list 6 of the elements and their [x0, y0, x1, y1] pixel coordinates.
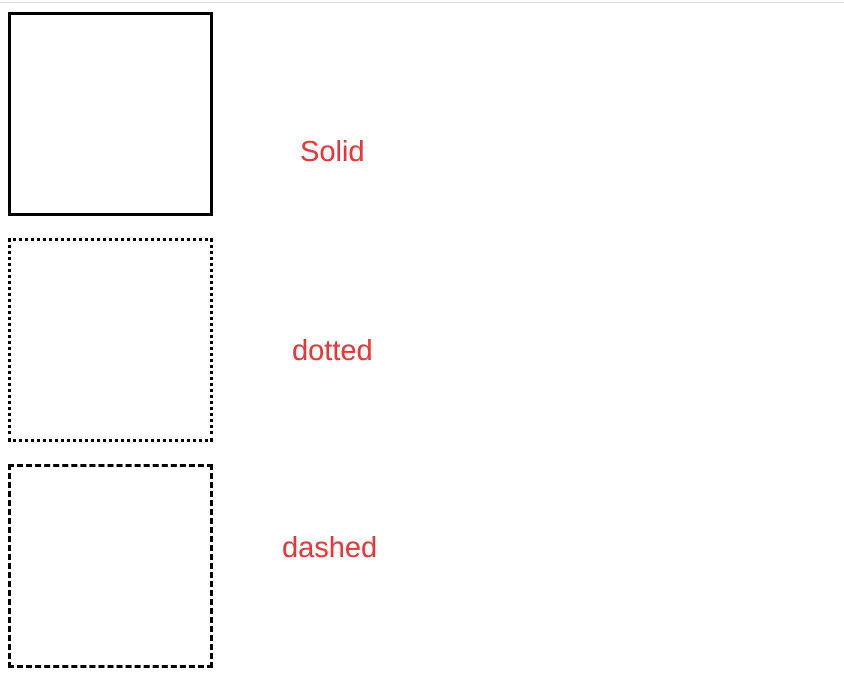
dashed-border-box: [8, 464, 213, 668]
border-style-label: dotted: [292, 334, 373, 368]
dotted-border-box: [8, 238, 213, 442]
solid-border-box: [8, 12, 213, 216]
border-style-label: Solid: [300, 135, 364, 169]
border-style-label: dashed: [282, 531, 378, 565]
